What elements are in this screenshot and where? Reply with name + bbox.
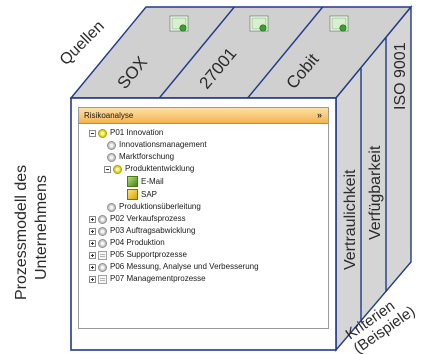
top-divider-2 [247,6,324,99]
tree-node-p03[interactable]: P03 Auftragsabwicklung [79,225,328,237]
tree-node-label: E-Mail [141,176,164,186]
tree-node-label: P04 Produktion [110,238,165,247]
risk-analysis-panel: Risikoanalyse » P01 Innovation Innovatio… [78,107,329,329]
collapse-node-icon[interactable] [89,129,96,137]
rows-label-line2: Unternehmens [33,175,50,280]
tree-node-produktentwicklung[interactable]: Produktentwicklung [79,163,328,175]
tree-node-p06[interactable]: P06 Messung, Analyse und Verbesserung [79,261,328,273]
sap-app-icon [127,189,138,200]
subprocess-icon [107,140,116,150]
tree-node-p05[interactable]: P05 Supportprozesse [79,249,328,261]
tree-node-label: Marktforschung [119,152,175,161]
process-icon [98,262,107,272]
certificate-icon [169,15,189,32]
tree-node-p04[interactable]: P04 Produktion [79,237,328,249]
subprocess-icon [107,202,116,212]
tree-node-p07[interactable]: P07 Managementprozesse [79,273,328,285]
expand-node-icon[interactable] [89,215,96,223]
tree-node-label: P06 Messung, Analyse und Verbesserung [110,262,259,271]
tree-node-label: Produktentwicklung [125,164,195,173]
document-icon [98,274,107,284]
columns-group-label: Quellen [57,18,108,69]
criteria-label-verfuegbarkeit: Verfügbarkeit [367,145,384,240]
process-icon [113,164,122,174]
certificate-icon [249,15,269,32]
tree-node-label: P05 Supportprozesse [110,250,187,259]
tree-node-innovationsmanagement[interactable]: Innovationsmanagement [79,139,328,151]
panel-header[interactable]: Risikoanalyse » [79,108,328,124]
tree-node-p01[interactable]: P01 Innovation [79,127,328,139]
tree-node-label: SAP [141,189,158,199]
tree-node-email[interactable]: E-Mail [79,175,328,188]
tree-node-produktionsueberleitung[interactable]: Produktionsüberleitung [79,201,328,213]
criteria-label-vertraulichkeit: Vertraulichkeit [342,169,359,270]
tree-node-marktforschung[interactable]: Marktforschung [79,151,328,163]
tree-node-sap[interactable]: SAP [79,188,328,201]
top-divider-1 [158,6,235,99]
expand-node-icon[interactable] [89,263,96,271]
tree-node-label: Innovationsmanagement [119,140,207,149]
expand-node-icon[interactable] [89,275,96,283]
email-app-icon [127,176,138,187]
expand-node-icon[interactable] [89,239,96,247]
process-icon [98,226,107,236]
panel-title: Risikoanalyse [84,111,134,120]
subprocess-icon [107,152,116,162]
criteria-label-iso9001: ISO 9001 [392,42,409,110]
process-icon [98,214,107,224]
tree-node-label: P02 Verkaufsprozess [110,214,186,223]
process-icon [98,128,107,138]
tree-node-label: P03 Auftragsabwicklung [110,226,196,235]
rows-label-line1: Prozessmodell des [13,165,30,300]
collapse-icon[interactable]: » [316,110,322,120]
process-icon [98,238,107,248]
tree-node-label: P01 Innovation [110,128,164,137]
expand-node-icon[interactable] [89,227,96,235]
certificate-icon [329,15,349,32]
process-tree: P01 Innovation Innovationsmanagement Mar… [79,124,328,285]
collapse-node-icon[interactable] [104,165,111,173]
document-icon [98,250,107,260]
tree-node-p02[interactable]: P02 Verkaufsprozess [79,213,328,225]
expand-node-icon[interactable] [89,251,96,259]
tree-node-label: P07 Managementprozesse [110,274,206,283]
tree-node-label: Produktionsüberleitung [119,202,201,211]
